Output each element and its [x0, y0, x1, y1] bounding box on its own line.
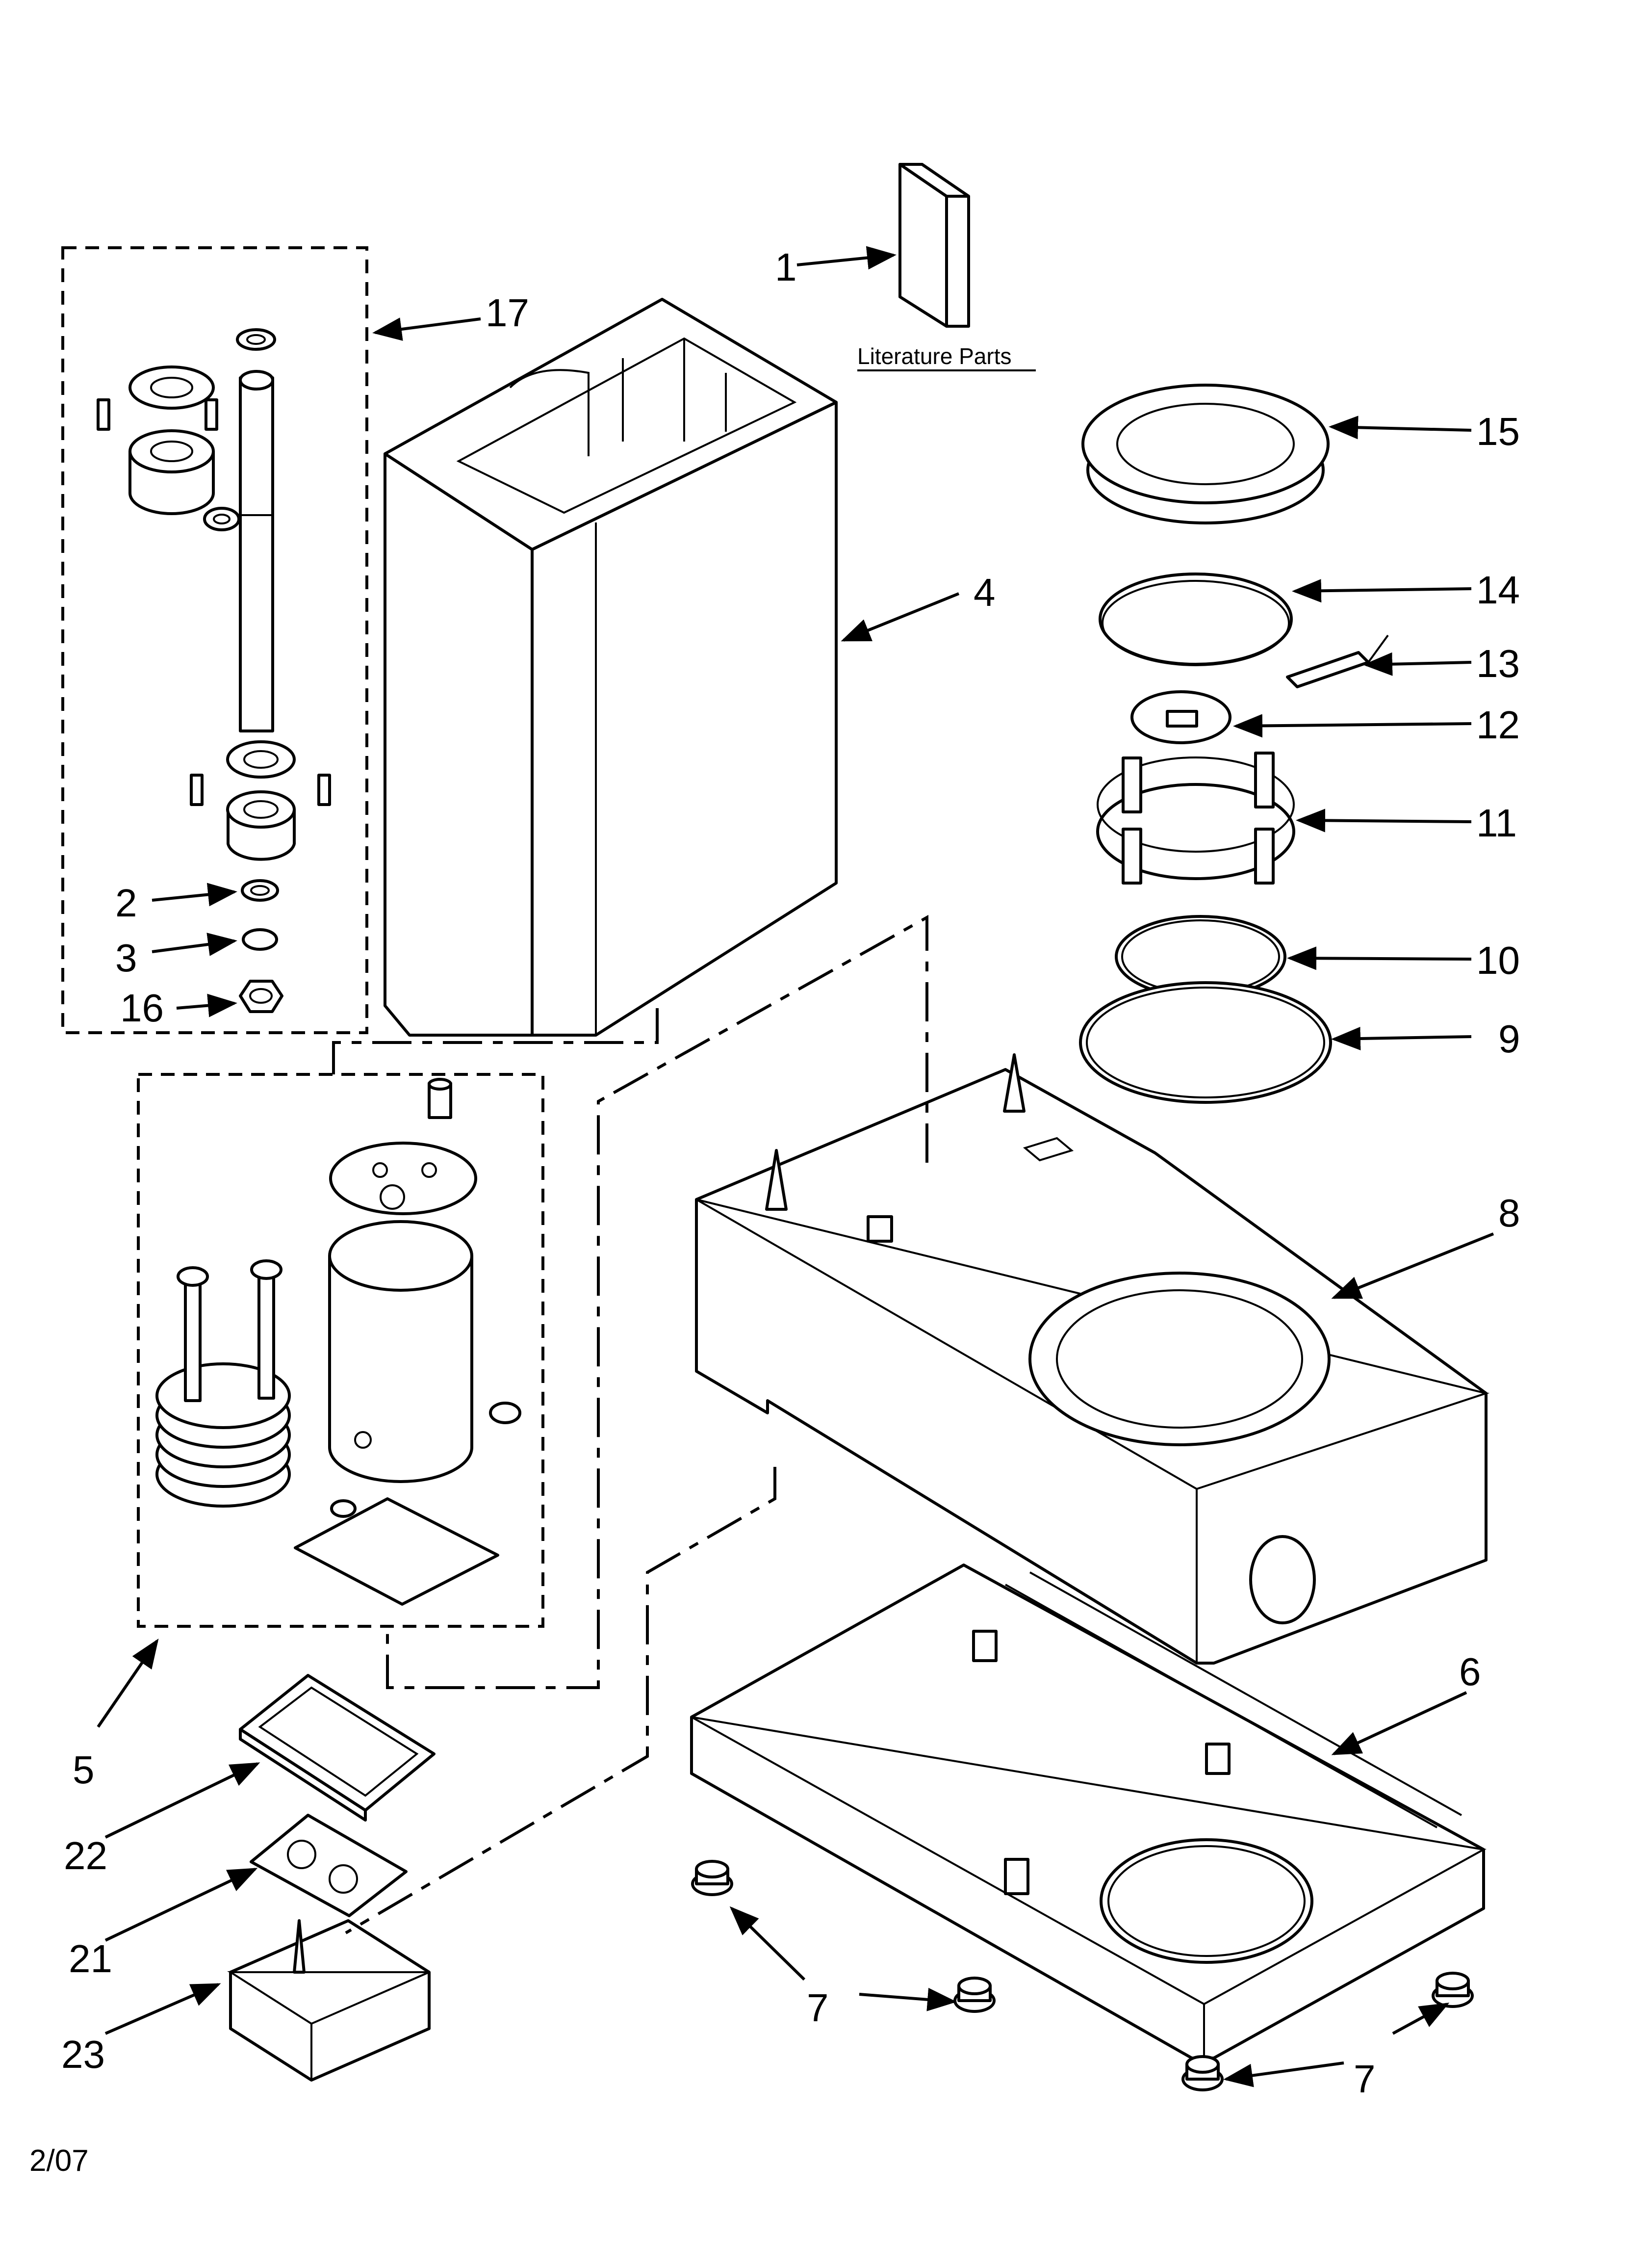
top-ring [1081, 384, 1330, 524]
gasket-large [1079, 981, 1332, 1104]
callout-4: 4 [974, 571, 996, 614]
route-line-upper [332, 1008, 659, 1074]
literature-parts-label: Literature Parts [857, 343, 1011, 369]
filter-disc [1099, 573, 1293, 666]
callout-16: 16 [120, 986, 164, 1030]
callout-1: 1 [775, 245, 797, 289]
date-code: 2/07 [29, 2144, 89, 2178]
callout-7-right: 7 [1354, 2057, 1376, 2101]
callout-11: 11 [1476, 801, 1517, 845]
literature-booklet [898, 163, 970, 328]
switch-plate [250, 1814, 408, 1917]
foot-right [1432, 1972, 1474, 2008]
foot-bottom [1181, 2055, 1224, 2091]
callout-2: 2 [115, 881, 137, 925]
callout-7-left: 7 [807, 1986, 829, 2030]
valve-assembly-group [61, 246, 368, 1034]
callout-17: 17 [486, 291, 529, 335]
callout-3: 3 [115, 936, 137, 980]
callout-23: 23 [61, 2033, 105, 2076]
callout-13: 13 [1476, 642, 1520, 685]
foot-left [691, 1860, 733, 1896]
housing [384, 298, 838, 1037]
callout-5: 5 [73, 1748, 95, 1792]
foot-mid [953, 1977, 996, 2013]
switch-cover [239, 1674, 436, 1822]
heater-assembly-group [137, 1073, 544, 1628]
callout-15: 15 [1476, 410, 1520, 453]
callout-6: 6 [1459, 1650, 1481, 1694]
route-line-mid [386, 914, 928, 1689]
callout-14: 14 [1476, 568, 1520, 612]
callout-12: 12 [1476, 703, 1520, 747]
junction-box [227, 1919, 431, 2082]
spray-plate [1130, 690, 1232, 744]
callout-22: 22 [64, 1834, 107, 1877]
callout-8: 8 [1498, 1191, 1520, 1235]
base-chassis [695, 1053, 1490, 1665]
callout-9: 9 [1498, 1017, 1520, 1061]
route-line-lower [345, 1467, 776, 1934]
callout-21: 21 [69, 1937, 112, 1981]
callout-10: 10 [1476, 938, 1520, 982]
spray-bar [1286, 634, 1389, 688]
bracket-ring [1096, 752, 1295, 885]
bottom-tray [690, 1564, 1487, 2059]
